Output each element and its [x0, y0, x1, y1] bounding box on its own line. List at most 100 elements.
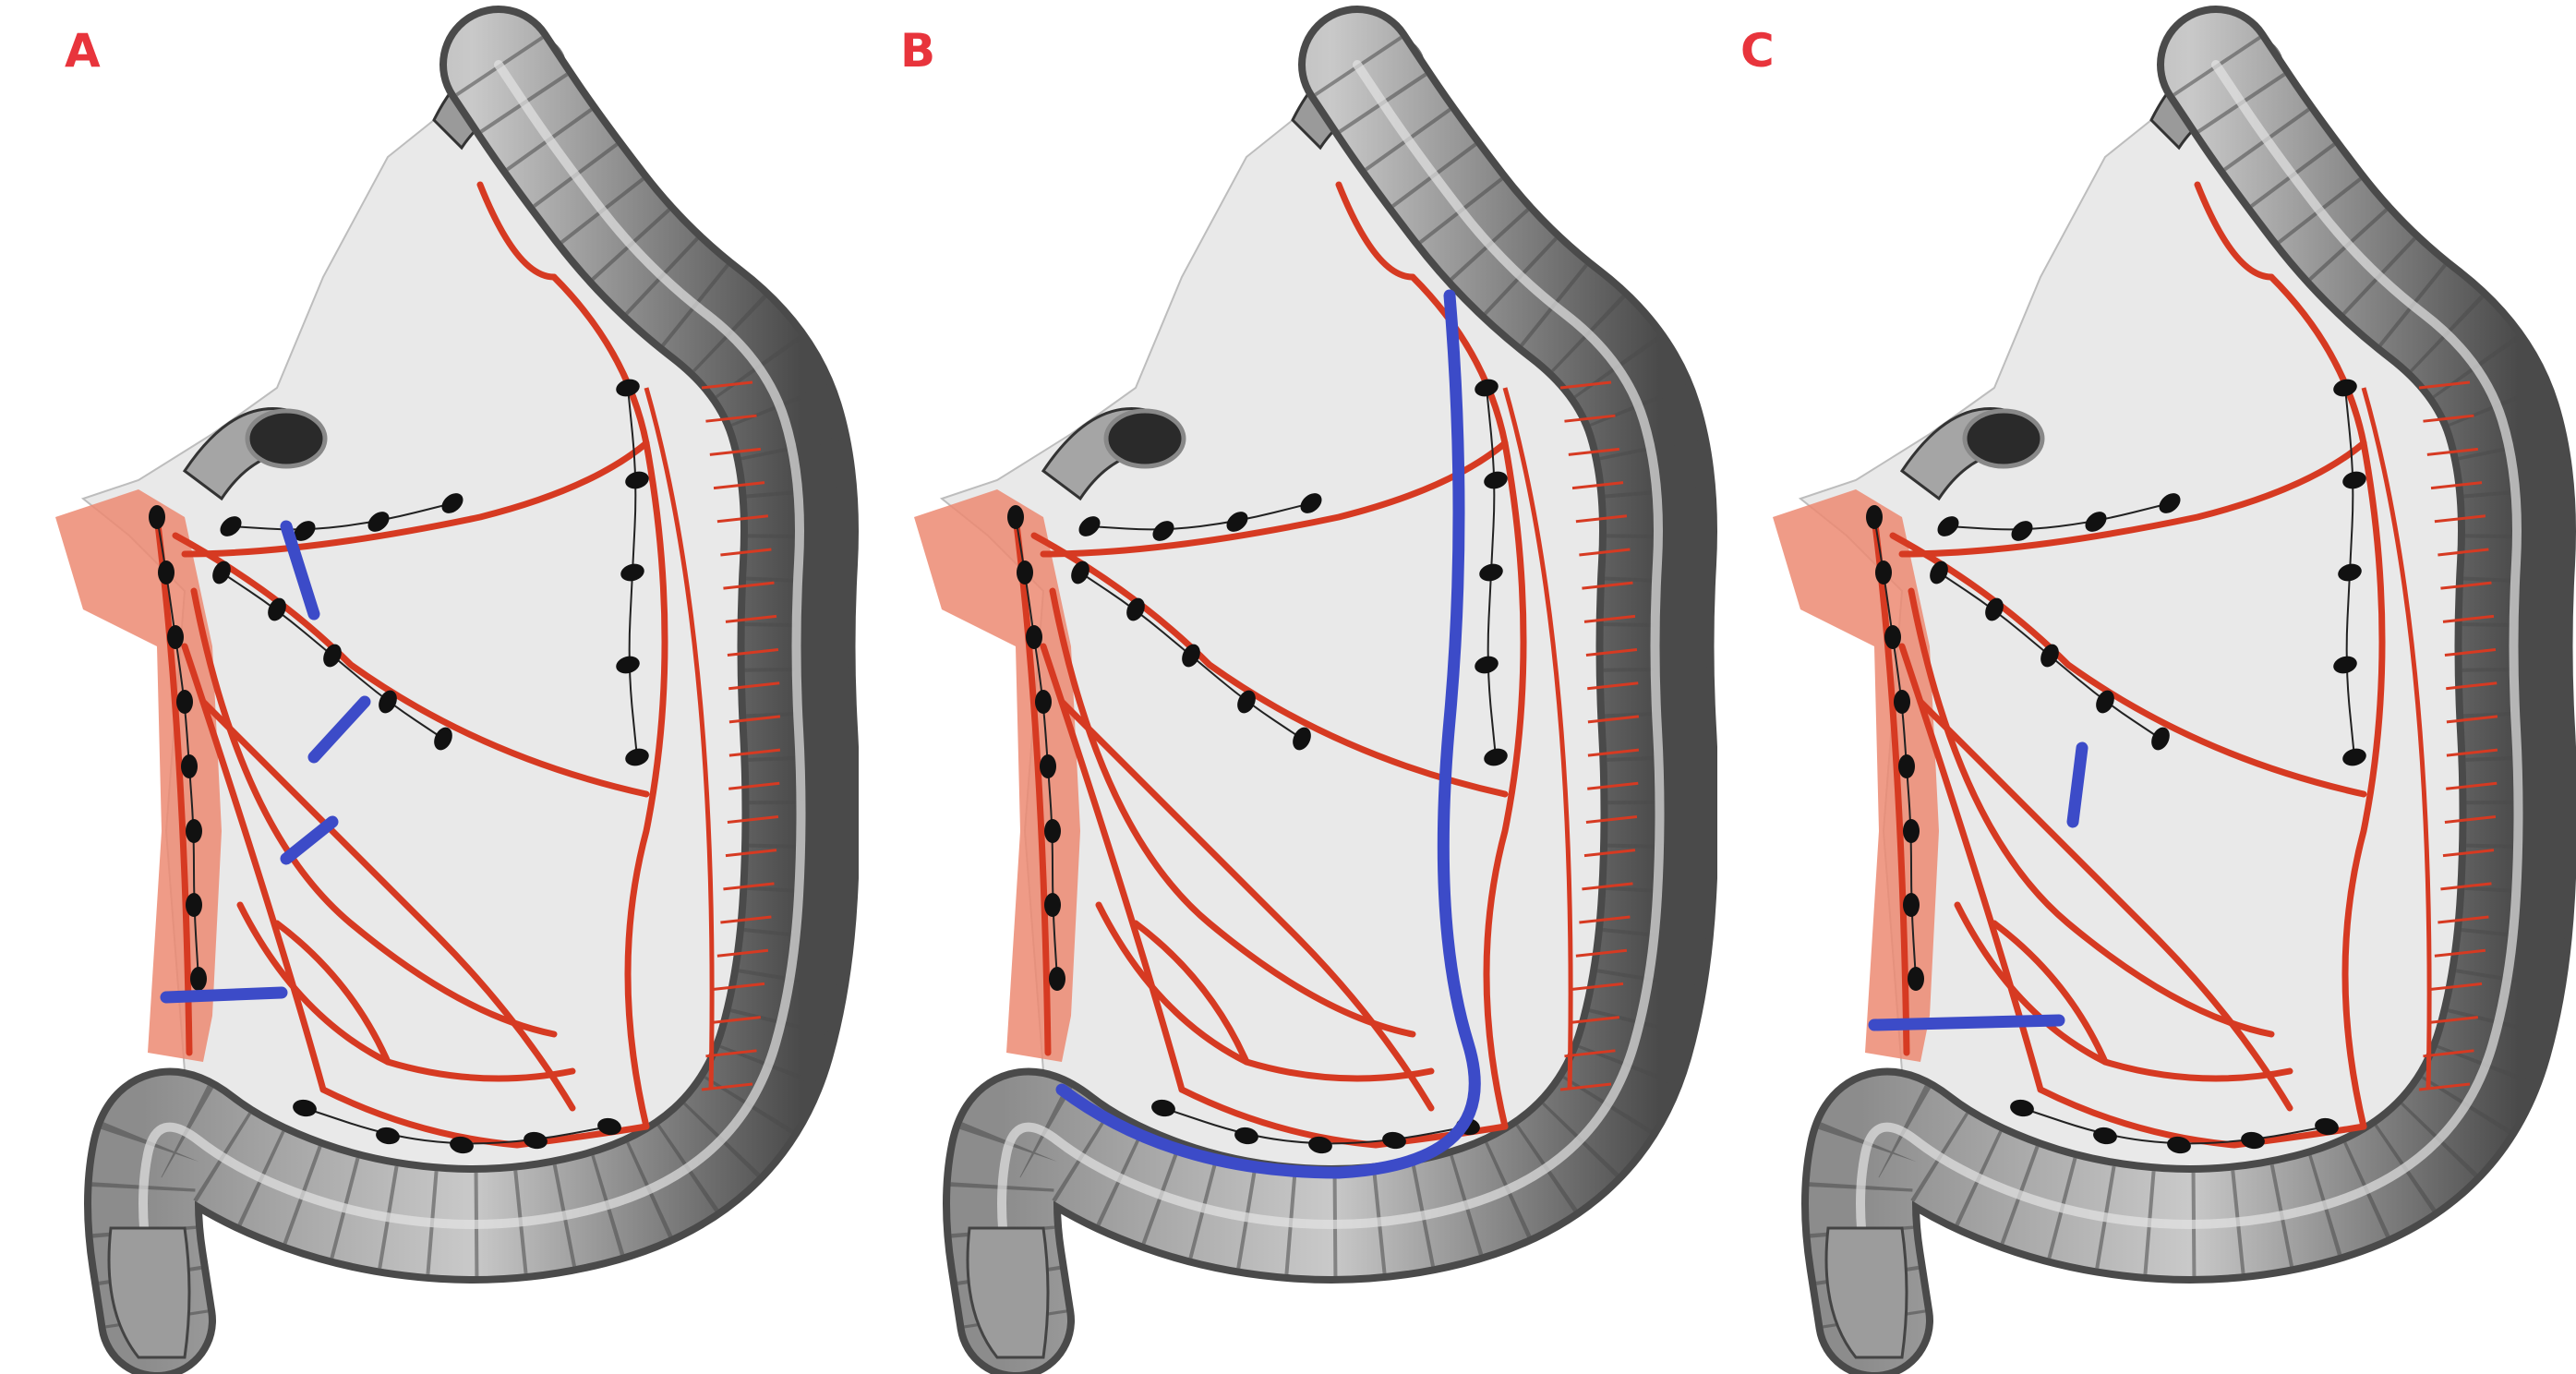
lymph-node — [2315, 1117, 2339, 1136]
lymph-node — [1475, 379, 1499, 397]
vasa-recta-4 — [716, 514, 769, 524]
colon-illustration-c — [1773, 6, 2576, 1374]
resection-line-0 — [280, 520, 320, 621]
artery-branch-11 — [1991, 920, 2109, 1066]
lymph-node — [186, 819, 202, 843]
vasa-recta-2 — [1568, 447, 1620, 456]
lymph-node — [2093, 1127, 2117, 1145]
lymph-node — [1017, 560, 1033, 585]
lymph-node — [323, 644, 342, 668]
lymph-node — [1308, 1136, 1332, 1154]
lymph-node — [1985, 597, 2004, 621]
panel-label-c: C — [1740, 24, 1775, 78]
lymph-node — [1930, 560, 1948, 585]
vasa-recta-19 — [1568, 1016, 1620, 1025]
lymph-node — [2167, 1136, 2191, 1154]
vasa-recta-7 — [1583, 614, 1636, 623]
vasa-recta-1 — [1564, 414, 1616, 423]
vasa-recta-11 — [728, 748, 781, 757]
resection-line-0 — [2066, 741, 2088, 828]
artery-branch-3 — [1908, 587, 2275, 1038]
vasa-recta-16 — [1579, 915, 1631, 924]
lymph-node — [1866, 505, 1883, 529]
lymph-node — [167, 625, 184, 649]
vasa-recta-8 — [2444, 648, 2497, 657]
marginal-artery — [2361, 387, 2432, 1091]
lymph-node — [1078, 516, 1101, 536]
vasa-recta-14 — [725, 849, 777, 858]
vasa-recta-16 — [2438, 915, 2489, 924]
lymph-node — [2040, 644, 2059, 668]
artery-branch-1 — [1889, 532, 2367, 798]
colon-highlight — [138, 60, 806, 1325]
artery-branch-7 — [1409, 273, 1509, 447]
marginal-artery — [1502, 387, 1573, 1091]
artery-branch-7 — [2268, 273, 2367, 447]
vasa-recta-19 — [2426, 1016, 2479, 1025]
vasa-recta-10 — [2446, 715, 2498, 724]
vasa-recta-17 — [716, 948, 769, 958]
lymph-node — [620, 563, 644, 582]
vasa-recta-3 — [2430, 481, 2483, 490]
vasa-recta-3 — [713, 481, 765, 490]
lymph-node — [1152, 521, 1174, 541]
vasa-recta-20 — [2423, 1049, 2474, 1058]
lymph-node — [625, 471, 649, 489]
lymph-node — [376, 1127, 400, 1145]
vasa-recta-2 — [2426, 447, 2479, 456]
artery-branch-6 — [624, 440, 668, 1130]
vasa-recta-15 — [2440, 882, 2492, 891]
lymph-node — [434, 727, 452, 751]
lymph-node — [524, 1131, 548, 1150]
vasa-recta-20 — [705, 1049, 757, 1058]
vasa-recta-0 — [1559, 380, 1612, 390]
lymph-node — [1226, 512, 1248, 532]
lymph-node — [1007, 505, 1024, 529]
vasa-recta-12 — [1587, 781, 1639, 790]
vasa-recta-6 — [723, 581, 775, 590]
colon-highlight — [1856, 60, 2523, 1325]
vasa-recta-12 — [2446, 781, 2498, 790]
lymph-node — [294, 521, 316, 541]
lymph-node — [2333, 656, 2357, 674]
lymph-node — [2342, 748, 2366, 766]
vasa-recta-15 — [723, 882, 775, 891]
vasa-recta-10 — [1587, 715, 1640, 724]
lymph-node — [1898, 754, 1915, 778]
resection-line-2 — [280, 815, 339, 865]
vasa-recta-12 — [728, 781, 780, 790]
lymph-node — [1293, 727, 1311, 751]
artery-branch-8 — [2194, 181, 2275, 281]
lymph-node — [1884, 625, 1901, 649]
lymph-node — [597, 1117, 621, 1136]
vasa-recta-1 — [2423, 414, 2474, 423]
duodenum-lumen — [245, 408, 328, 469]
vasa-recta-11 — [2446, 748, 2498, 757]
colon-illustration-b — [914, 6, 1717, 1374]
panel-a: A — [0, 0, 859, 1374]
lymph-node — [176, 690, 193, 714]
lymph-node — [186, 893, 202, 917]
artery-branch-4 — [1040, 643, 1186, 1093]
lymph-node — [2085, 512, 2107, 532]
lymph-node — [1894, 690, 1910, 714]
lymph-node — [625, 748, 649, 766]
artery-branch-8 — [476, 181, 558, 281]
cecum-tip — [1824, 1226, 1908, 1359]
vasa-recta-18 — [713, 982, 765, 991]
lymph-node — [1049, 967, 1065, 991]
resection-line-1 — [307, 695, 371, 764]
lymph-node — [1026, 625, 1042, 649]
lymph-node — [1937, 516, 1959, 536]
vasa-recta-1 — [705, 414, 757, 423]
lymph-node — [149, 505, 165, 529]
artery-branch-4 — [1898, 643, 2044, 1093]
lymph-node — [1382, 1131, 1406, 1150]
vasa-recta-11 — [1587, 748, 1640, 757]
vasa-recta-4 — [1575, 514, 1628, 524]
vasa-recta-5 — [1579, 548, 1631, 557]
lymph-node — [212, 560, 231, 585]
lymph-node — [367, 512, 390, 532]
vasa-recta-10 — [728, 715, 781, 724]
lymph-node — [2151, 727, 2170, 751]
